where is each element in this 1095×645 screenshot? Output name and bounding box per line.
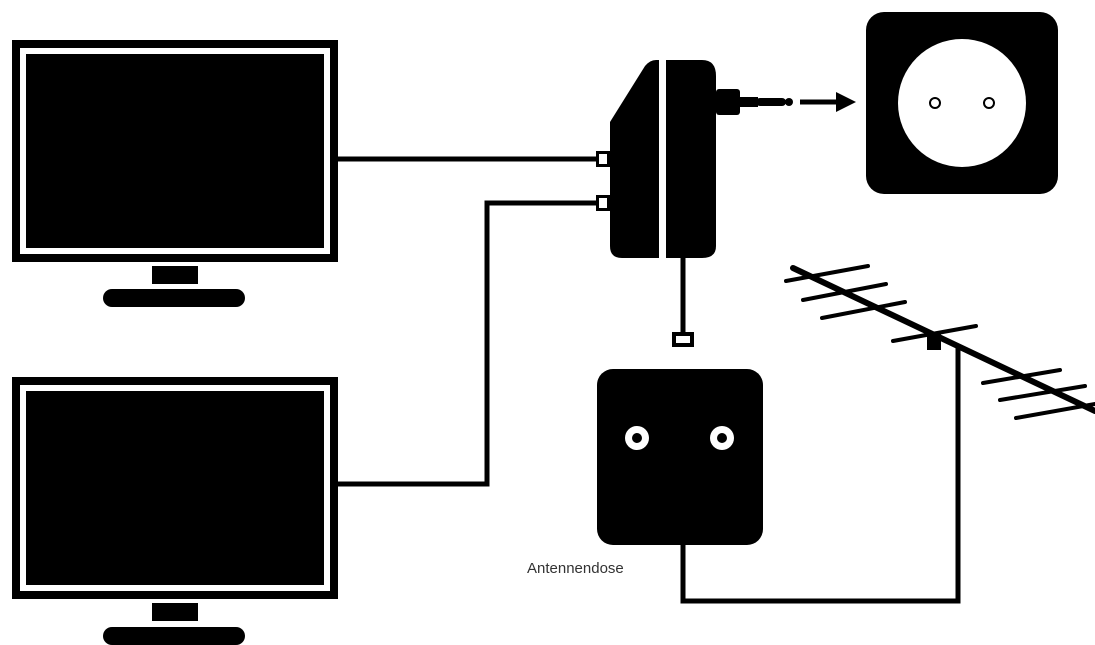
cable-tv-bottom-to-adapter [338,200,598,487]
tv-monitor-bottom [12,377,338,645]
tv-monitor-top [12,40,338,307]
cables [338,156,961,604]
yagi-antenna-icon [784,264,1095,420]
antenna-wall-socket [597,369,763,545]
cable-antenna-socket-to-antenna [680,348,961,604]
antenna-wall-socket-icon [597,369,763,545]
powerline-adapter [596,60,793,258]
yagi-antenna [784,264,1095,420]
wall-power-socket [866,12,1058,194]
antenna-socket-label: Antennendose [527,560,624,577]
powerline-adapter-icon [596,60,793,258]
wall-power-socket-icon [866,12,1058,194]
arrow-right-icon [800,92,856,112]
coax-connector [672,332,694,347]
tv-monitor-icon [12,40,338,307]
tv-monitor-icon [12,377,338,645]
